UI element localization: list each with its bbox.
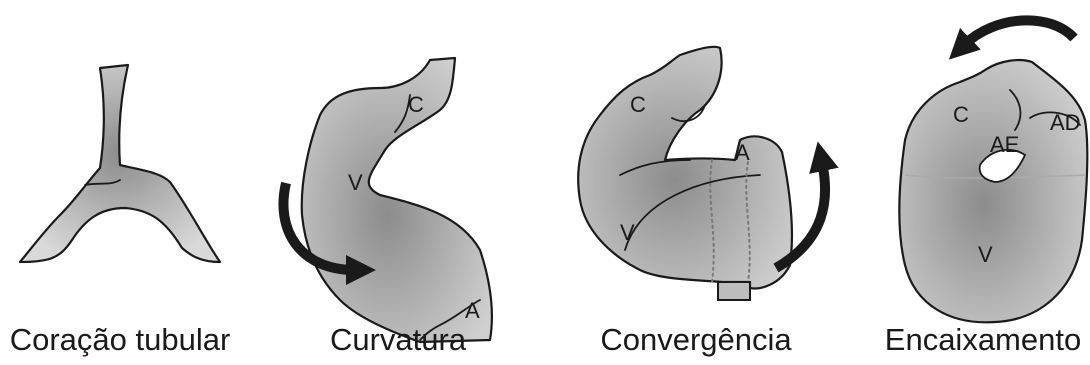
curvature-label-c: C [408,92,424,117]
convergence-heart-shape [578,47,792,289]
embedding-label-c: C [953,102,969,127]
curvature-label-v: V [348,170,363,195]
embedding-label-ae: AE [990,132,1019,157]
caption-embedding: Encaixamento [885,322,1081,358]
embedding-label-ad: AD [1050,110,1081,135]
caption-tubular-heart: Coração tubular [10,322,231,358]
embedding-figure: C AE AD V [899,20,1087,322]
convergence-figure: C A V [578,47,825,300]
curvature-label-a: A [465,298,480,323]
convergence-label-c: C [630,92,646,117]
embedding-label-v: V [978,242,993,267]
tubular-heart-figure [20,65,220,262]
convergence-outflow [718,282,750,300]
embedding-heart-shape [899,60,1087,322]
embedding-arrow-icon [964,20,1074,45]
convergence-label-v: V [620,220,635,245]
curvature-heart-shape [302,58,492,342]
tubular-heart-shape [20,65,220,262]
curvature-figure: C V A [283,58,492,342]
caption-curvature: Curvatura [330,322,466,358]
caption-convergence: Convergência [600,322,791,358]
convergence-label-a: A [735,140,750,165]
